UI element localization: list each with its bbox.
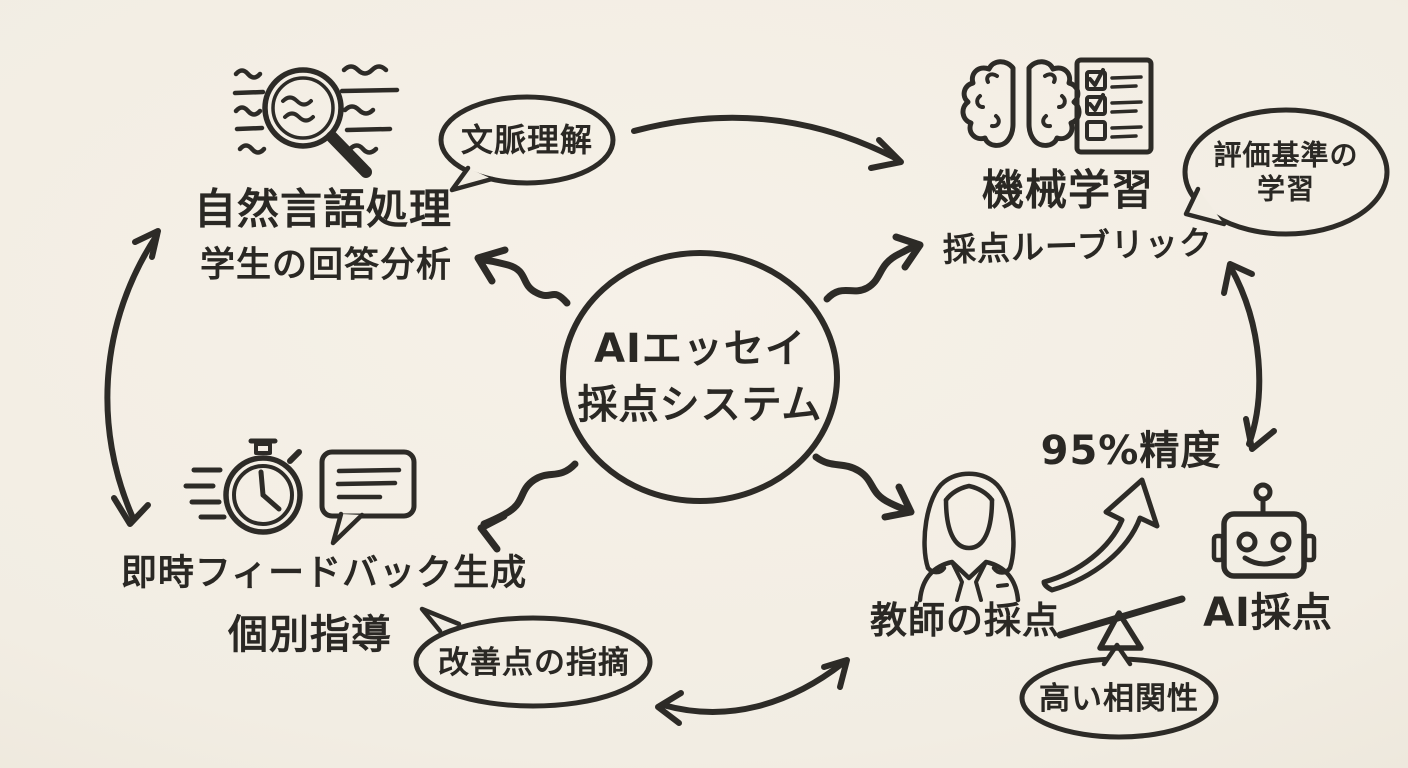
arrow-context-to-ml-arc: [631, 114, 904, 171]
arrow-center-to-comparison: [812, 453, 915, 521]
center-node-label: AIエッセイ 採点システム: [578, 321, 823, 433]
robot-icon: [1211, 482, 1317, 579]
criteria-bubble: [1182, 107, 1390, 237]
center-circle: [560, 250, 840, 504]
arrow-comparison-improvement-arc: [655, 657, 850, 726]
stopwatch-icon: [183, 438, 303, 535]
seesaw-balance-icon: [1056, 595, 1186, 651]
ml-subtitle: 採点ルーブリック: [942, 223, 1214, 270]
arrow-ml-comparison-arc: [1221, 261, 1277, 452]
feedback-subtitle: 個別指導: [228, 612, 392, 658]
criteria-line2: 学習: [1256, 172, 1316, 205]
center-line1: AIエッセイ: [594, 326, 806, 372]
teacher-label: 教師の採点: [870, 598, 1060, 642]
document-search-icon: [232, 64, 400, 178]
improvement-bubble-label: 改善点の指摘: [438, 644, 630, 681]
center-line2: 採点システム: [577, 382, 823, 428]
arrow-center-to-feedback: [477, 460, 579, 553]
arrow-nlp-feedback-arc: [104, 228, 161, 527]
teacher-icon: [917, 471, 1021, 603]
context-bubble: [438, 94, 616, 193]
feedback-title: 即時フィードバック生成: [120, 552, 528, 594]
nlp-title: 自然言語処理: [193, 184, 453, 234]
arrow-center-to-nlp: [474, 246, 571, 307]
criteria-line1: 評価基準の: [1213, 138, 1359, 172]
arrow-center-to-ml: [823, 233, 924, 303]
context-bubble-label: 文脈理解: [460, 121, 594, 160]
correlation-bubble: [1019, 642, 1219, 740]
ai-label: AI採点: [1203, 590, 1333, 636]
ml-title: 機械学習: [981, 165, 1155, 215]
improvement-bubble: [413, 606, 653, 709]
chat-bubble-icon: [319, 449, 417, 546]
nlp-subtitle: 学生の回答分析: [199, 245, 453, 286]
checklist-icon: [1074, 57, 1154, 155]
brain-icon: [960, 59, 1082, 148]
criteria-bubble-label: 評価基準の 学習: [1213, 138, 1358, 205]
accuracy-label: 95%精度: [1040, 428, 1222, 474]
correlation-bubble-label: 高い相関性: [1039, 680, 1199, 717]
swoosh-up-arrow-icon: [1041, 477, 1160, 593]
